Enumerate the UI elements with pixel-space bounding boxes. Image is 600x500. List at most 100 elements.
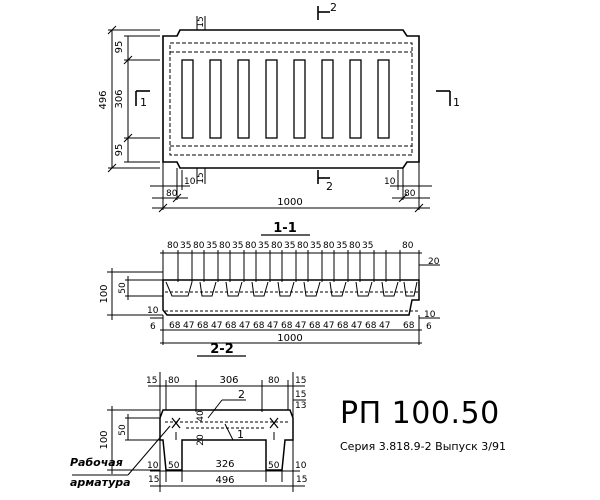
dim-10-left: 10: [184, 177, 196, 187]
sec1-right-20: 20: [428, 257, 440, 267]
sec2-bottom-10-left: 10: [147, 461, 159, 471]
sec1-left-10: 10: [147, 306, 159, 316]
sec1-top-14: 80: [349, 241, 361, 251]
sec1-bot-3: 47: [211, 321, 222, 331]
sec1-bot-10: 68: [309, 321, 321, 331]
sec1-bot-15: 47: [379, 321, 390, 331]
sec1-right-6: 6: [426, 322, 432, 332]
dim-1000-plan: 1000: [277, 197, 302, 208]
sec1-bot-2: 68: [197, 321, 209, 331]
sec1-top-10: 80: [297, 241, 309, 251]
sec2-bottom-50-right: 50: [268, 461, 280, 471]
sec1-bot-1: 47: [183, 321, 194, 331]
section-2-2: [72, 355, 306, 492]
cut-label-2-bottom: 2: [326, 180, 333, 193]
sec2-right-15: 15: [295, 390, 306, 400]
sec1-bot-12: 68: [337, 321, 349, 331]
section-1-1-top-ticks: [160, 250, 422, 282]
sec1-top-1: 35: [180, 241, 191, 251]
rebar-section-left: [171, 417, 181, 429]
sec1-bot-5: 47: [239, 321, 250, 331]
sec2-bottom-15-left: 15: [148, 475, 159, 485]
cut-label-1-left: 1: [140, 96, 147, 109]
sec1-depth-50: 50: [118, 282, 128, 294]
series-note: Серия 3.818.9-2 Выпуск 3/91: [340, 440, 506, 453]
product-mark-title: РП 100.50: [340, 396, 500, 431]
sec1-bot-13: 47: [351, 321, 362, 331]
sec1-bot-14: 68: [365, 321, 377, 331]
sec1-left-6: 6: [150, 322, 156, 332]
dim-10-right: 10: [384, 177, 396, 187]
sec2-top-15-left: 15: [146, 376, 157, 386]
plan-outline: [162, 29, 420, 169]
sec2-bottom-50-left: 50: [168, 461, 180, 471]
sec1-top-5: 35: [232, 241, 243, 251]
cut-mark-1-right: [436, 90, 451, 106]
sec1-top-11: 35: [310, 241, 321, 251]
sec2-height-100: 100: [99, 430, 110, 449]
sec1-top-2: 80: [193, 241, 205, 251]
cut-mark-2-top: [317, 6, 330, 20]
plan-view: [107, 6, 451, 213]
rebar-section-right: [269, 417, 279, 429]
dim-95-bottom: 95: [114, 144, 125, 157]
section-1-1-labels: 1-1 80 35 80 35 80 35 80 35 80 35 80 35 …: [99, 221, 440, 344]
cut-label-2-top: 2: [330, 1, 337, 14]
rebar-label-line-1: Рабочая: [70, 456, 123, 469]
sec1-bot-6: 68: [253, 321, 265, 331]
sec1-bot-7: 47: [267, 321, 278, 331]
section-1-1-bottom-ticks: [160, 315, 422, 345]
dim-95-top: 95: [114, 41, 125, 54]
sec2-top-80-left: 80: [168, 376, 180, 386]
rebar-leader: [72, 425, 171, 476]
sec2-callout-1: 1: [237, 428, 244, 441]
cut-label-1-right: 1: [453, 96, 460, 109]
dim-80-right: 80: [404, 189, 416, 199]
sec1-bot-16: 68: [403, 321, 415, 331]
sec2-top-15-right: 15: [295, 376, 306, 386]
sec2-top-306: 306: [219, 375, 238, 386]
sec1-bot-0: 68: [169, 321, 181, 331]
sec1-top-13: 35: [336, 241, 347, 251]
sec1-top-6: 80: [245, 241, 257, 251]
sec1-bot-11: 47: [323, 321, 334, 331]
rebar-label-line-2: арматура: [70, 476, 131, 489]
sec2-inner-20: 20: [196, 434, 206, 446]
sec2-depth-50: 50: [118, 424, 128, 436]
dim-15-bottom: 15: [196, 172, 206, 183]
section-1-1-outline: [162, 279, 420, 316]
dim-15-top: 15: [196, 16, 206, 27]
cut-mark-2-bottom: [317, 170, 330, 184]
sec1-height-100: 100: [99, 284, 110, 303]
section-1-1-ribs: [165, 281, 418, 297]
sec1-top-3: 35: [206, 241, 217, 251]
sec2-right-13: 13: [295, 401, 306, 411]
sec1-top-0: 80: [167, 241, 179, 251]
cut-mark-1-left: [135, 90, 150, 106]
plan-dimension-labels: 496 95 306 95 15 15 10 10 80 80 1000 1 1…: [98, 1, 460, 208]
section-1-1: [107, 234, 440, 345]
sec1-bot-8: 68: [281, 321, 293, 331]
sec2-callout-2: 2: [238, 388, 245, 401]
sec1-top-7: 35: [258, 241, 269, 251]
sec1-bot-9: 47: [295, 321, 306, 331]
section-2-2-title: 2-2: [210, 342, 234, 357]
sec2-bottom-10-right: 10: [295, 461, 307, 471]
sec1-right-10: 10: [424, 310, 436, 320]
sec2-top-80-right: 80: [268, 376, 280, 386]
section-1-1-title: 1-1: [273, 221, 297, 236]
sec1-top-12: 80: [323, 241, 335, 251]
sec1-top-16: 80: [402, 241, 414, 251]
sec1-bot-4: 68: [225, 321, 237, 331]
sec1-top-9: 35: [284, 241, 295, 251]
sec1-top-8: 80: [271, 241, 283, 251]
sec2-bottom-15-right: 15: [296, 475, 307, 485]
plan-inner-contour: [169, 42, 413, 156]
dim-306: 306: [114, 89, 125, 108]
sec1-total-1000: 1000: [277, 333, 302, 344]
sec1-top-4: 80: [219, 241, 231, 251]
dim-80-left: 80: [166, 189, 178, 199]
sec2-total-496: 496: [215, 475, 234, 486]
dim-496: 496: [98, 90, 109, 109]
